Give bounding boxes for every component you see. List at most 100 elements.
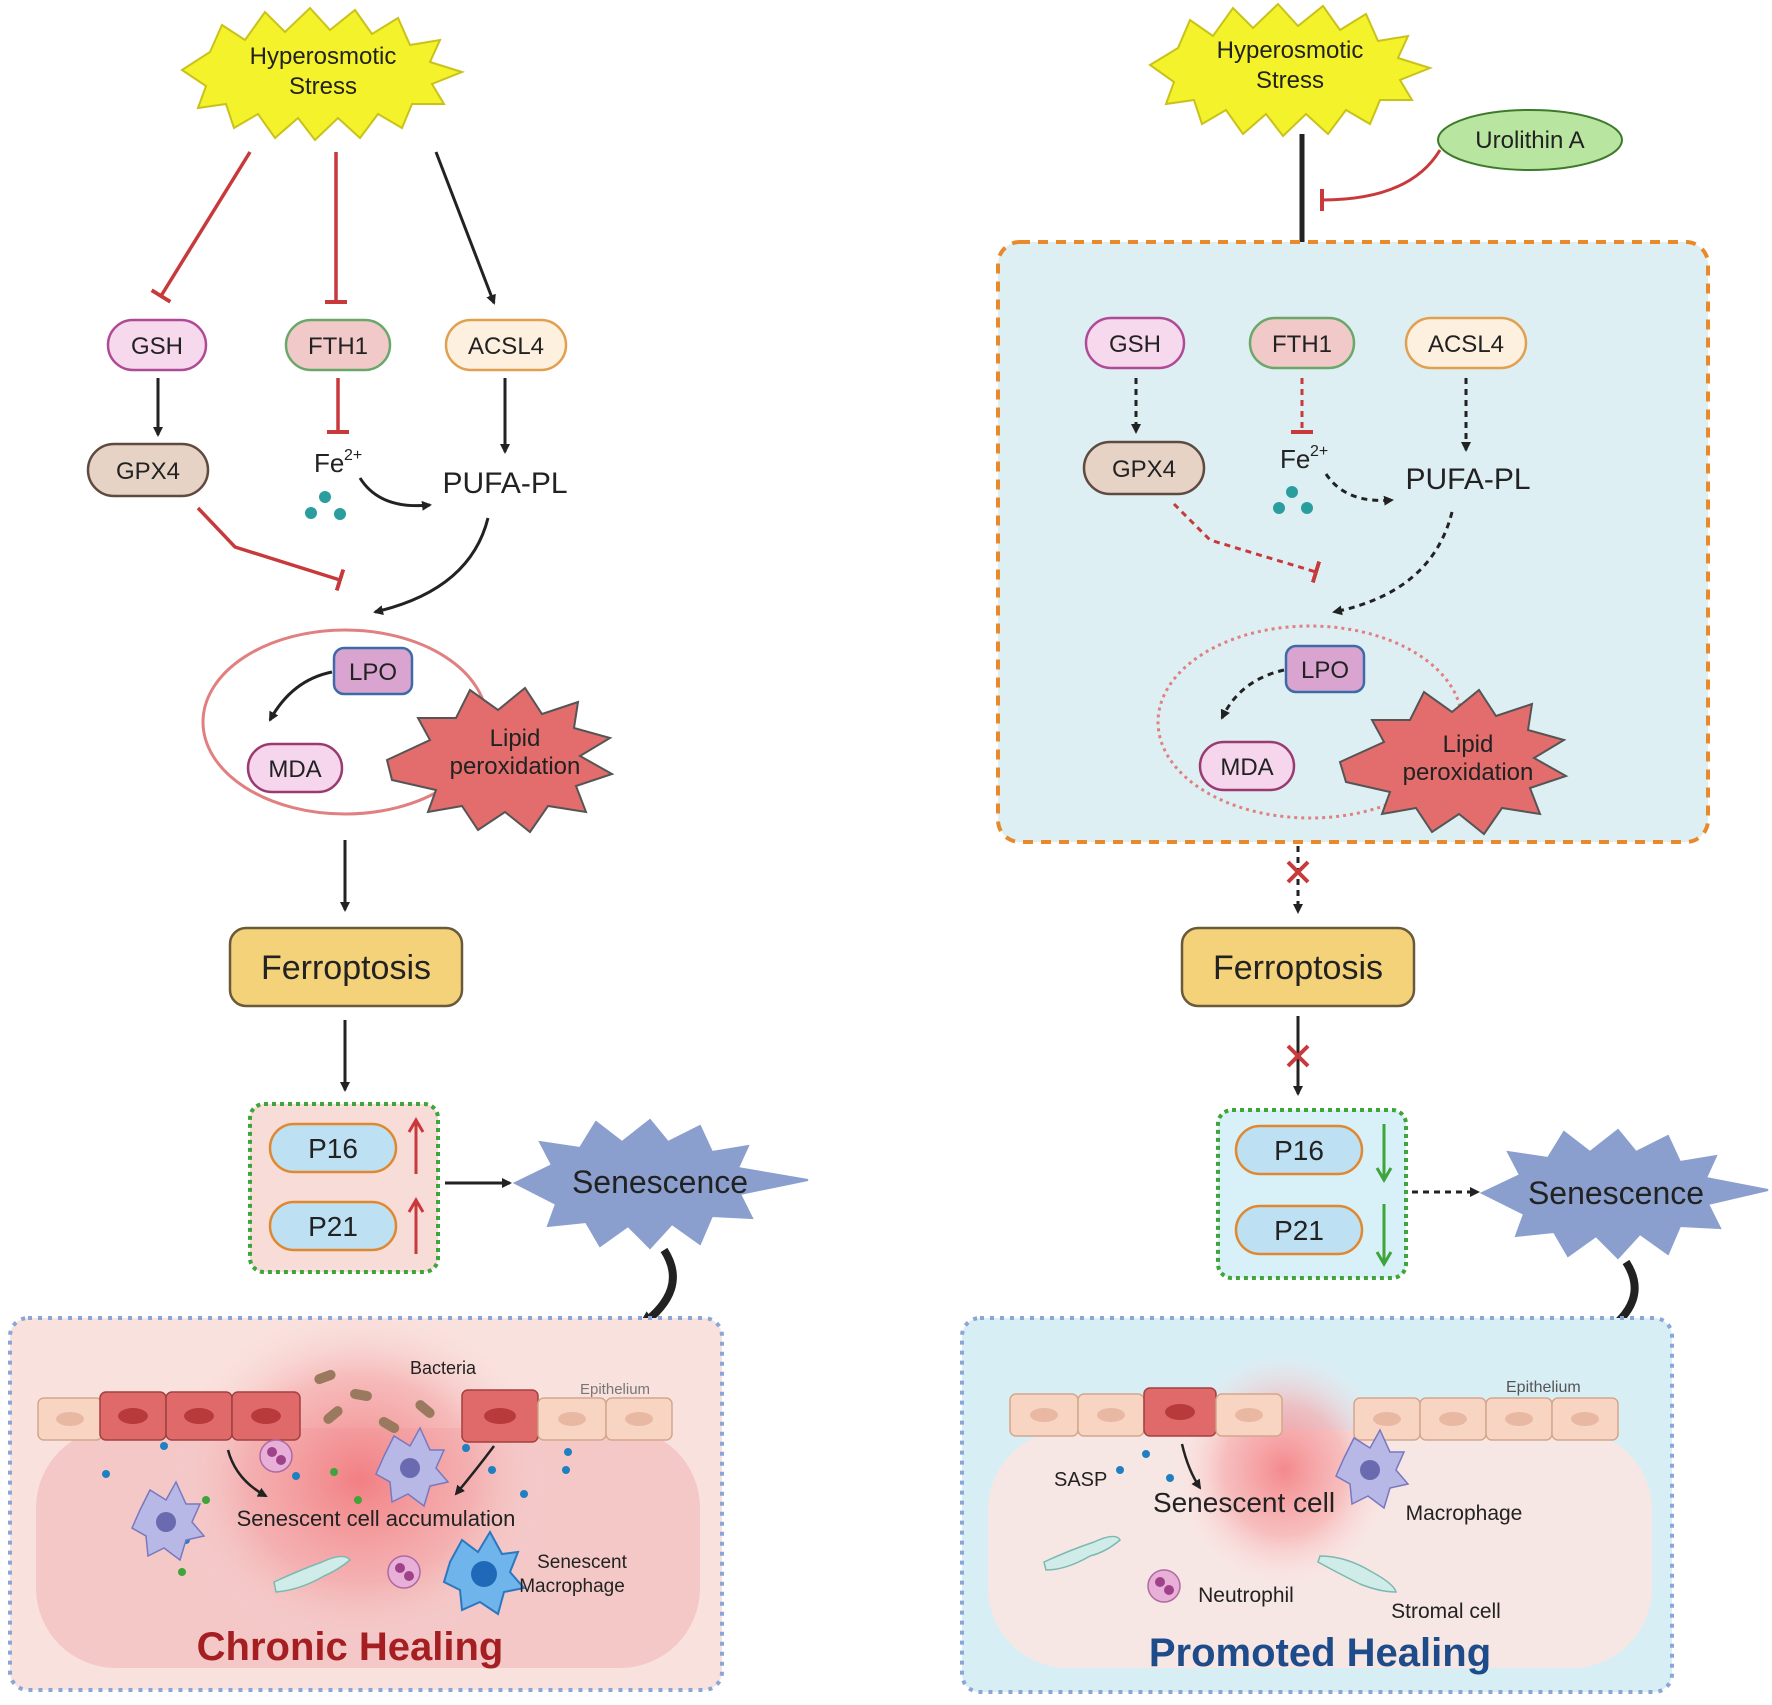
right-gsh-node: GSH — [1084, 316, 1186, 370]
svg-text:MDA: MDA — [268, 756, 321, 783]
left-stress-activates-acsl4 — [434, 151, 496, 305]
left-mda-node: MDA — [246, 742, 344, 794]
svg-text:FTH1: FTH1 — [308, 333, 368, 360]
svg-text:P16: P16 — [1274, 1135, 1324, 1166]
svg-text:Ferroptosis: Ferroptosis — [1213, 949, 1383, 987]
svg-text:GSH: GSH — [131, 333, 183, 360]
right-urolithin-node: Urolithin A — [1437, 109, 1623, 171]
left-stress-burst: Hyperosmotic Stress — [180, 6, 465, 142]
left-fe-label: Fe 2+ — [314, 447, 362, 478]
left-stress-label-2: Stress — [289, 73, 357, 100]
right-pufa-label: PUFA-PL — [1405, 463, 1530, 496]
right-fe-label: Fe 2+ — [1280, 443, 1328, 474]
svg-text:GPX4: GPX4 — [1112, 456, 1176, 483]
left-p21-node: P21 — [268, 1200, 398, 1252]
left-macrophage-1 — [131, 1480, 206, 1562]
left-gpx4-node: GPX4 — [86, 442, 210, 498]
left-healing-title: Chronic Healing — [197, 1625, 504, 1669]
right-p21-node: P21 — [1234, 1204, 1364, 1256]
left-senescent-macrophage-cell — [442, 1529, 526, 1616]
left-epithelium-cells — [37, 1389, 673, 1443]
left-stromal-cell — [273, 1555, 352, 1593]
right-sasp-dots — [1116, 1450, 1174, 1482]
svg-text:peroxidation: peroxidation — [1403, 759, 1534, 786]
left-stress-inhibits-gsh — [150, 151, 252, 304]
svg-text:peroxidation: peroxidation — [450, 753, 581, 780]
svg-text:GPX4: GPX4 — [116, 458, 180, 485]
svg-text:FTH1: FTH1 — [1272, 331, 1332, 358]
left-pufa-label: PUFA-PL — [442, 467, 567, 500]
right-p21-down-arrow — [1375, 1204, 1393, 1267]
svg-text:P21: P21 — [1274, 1215, 1324, 1246]
left-p16-node: P16 — [268, 1122, 398, 1174]
left-gpx4-inhibits-lpo — [196, 506, 346, 592]
right-gpx4-inhibits-lpo — [1172, 502, 1322, 584]
left-wound-panel: Bacteria Epithelium — [8, 1310, 724, 1692]
svg-text:MDA: MDA — [1220, 754, 1273, 781]
svg-text:LPO: LPO — [349, 659, 397, 686]
right-block-x-1 — [1286, 860, 1310, 884]
svg-text:ACSL4: ACSL4 — [1428, 331, 1504, 358]
right-stromal-cell-2 — [1317, 1555, 1397, 1593]
right-healing-title: Promoted Healing — [1149, 1631, 1491, 1675]
left-pufa-to-lpo — [373, 517, 490, 616]
right-iron-dots — [1273, 486, 1313, 514]
left-bacteria-rods — [314, 1369, 435, 1433]
right-fth1-node: FTH1 — [1248, 316, 1356, 370]
svg-text:Fe: Fe — [314, 448, 344, 478]
svg-text:Lipid: Lipid — [490, 725, 541, 752]
right-neutrophil-label: Neutrophil — [1198, 1584, 1294, 1607]
right-inhibited-box — [996, 240, 1710, 844]
right-senescence-burst: Senescence — [1479, 1128, 1769, 1260]
left-senescent-macrophage-label-2: Macrophage — [519, 1576, 625, 1597]
left-panel: Hyperosmotic Stress GSH FTH1 ACSL4 GPX4 — [8, 6, 809, 1692]
left-cell-arrow-2 — [454, 1445, 495, 1496]
svg-text:2+: 2+ — [1310, 443, 1328, 460]
left-p21-up-arrow — [407, 1197, 425, 1254]
svg-text:P21: P21 — [308, 1211, 358, 1242]
right-stromal-label: Stromal cell — [1391, 1600, 1501, 1623]
right-epithelium-cells — [1009, 1387, 1619, 1441]
right-fe-to-pufa — [1324, 473, 1394, 506]
left-macrophage-2 — [375, 1426, 450, 1508]
left-epithelium-label: Epithelium — [580, 1381, 650, 1398]
left-fth1-node: FTH1 — [284, 318, 392, 372]
left-bacteria-label: Bacteria — [410, 1358, 477, 1378]
right-panel: Hyperosmotic Stress Urolithin A GSH FTH1… — [960, 2, 1769, 1694]
left-ferroptosis-node: Ferroptosis — [228, 926, 464, 1008]
left-senescent-macrophage-label-1: Senescent — [537, 1552, 628, 1573]
right-acsl4-node: ACSL4 — [1404, 316, 1528, 370]
left-fe-to-pufa — [358, 477, 432, 511]
right-neutrophil-cell — [1147, 1569, 1181, 1603]
svg-text:P16: P16 — [308, 1133, 358, 1164]
right-stress-label-1: Hyperosmotic — [1217, 37, 1364, 64]
left-neutrophil-2 — [387, 1555, 421, 1589]
left-cell-arrow-1 — [226, 1449, 268, 1498]
right-stress-burst: Hyperosmotic Stress — [1148, 2, 1433, 138]
left-stress-label-1: Hyperosmotic — [250, 43, 397, 70]
svg-text:Senescence: Senescence — [1528, 1175, 1704, 1211]
right-macrophage-cell — [1335, 1428, 1410, 1510]
right-stress-label-2: Stress — [1256, 67, 1324, 94]
right-block-x-2 — [1286, 1044, 1310, 1068]
right-wound-panel: Epithelium SASP Senescent cell Macrophag… — [960, 1316, 1674, 1694]
right-lpo-node: LPO — [1284, 644, 1366, 694]
left-senescence-to-wound — [636, 1247, 677, 1330]
left-gsh-node: GSH — [106, 318, 208, 372]
left-lpo-to-mda — [268, 670, 333, 722]
right-gpx4-node: GPX4 — [1082, 440, 1206, 496]
left-acsl4-node: ACSL4 — [444, 318, 568, 372]
svg-text:Senescence: Senescence — [572, 1164, 748, 1200]
left-senescence-burst: Senescence — [512, 1118, 809, 1250]
right-lipid-burst: Lipid peroxidation — [1338, 688, 1569, 836]
left-lipid-burst: Lipid peroxidation — [385, 686, 615, 834]
svg-text:ACSL4: ACSL4 — [468, 333, 544, 360]
svg-text:2+: 2+ — [344, 447, 362, 464]
svg-text:Urolithin A: Urolithin A — [1475, 127, 1584, 154]
svg-text:LPO: LPO — [1301, 657, 1349, 684]
right-epithelium-label: Epithelium — [1506, 1379, 1581, 1396]
left-accumulation-label: Senescent cell accumulation — [237, 1506, 516, 1531]
left-iron-dots — [305, 491, 346, 520]
right-urolithin-inhibits — [1319, 149, 1442, 212]
